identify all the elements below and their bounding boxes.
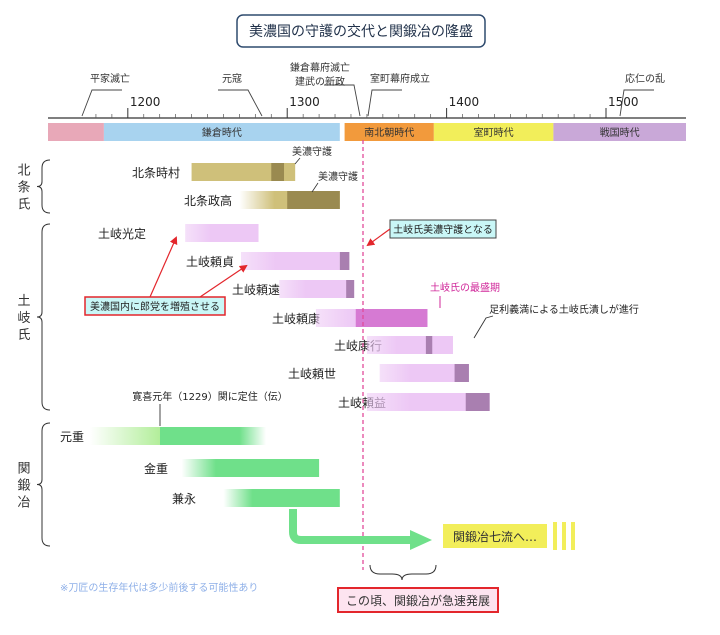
kanenaga-arrow <box>289 509 412 544</box>
event-leader <box>218 89 263 117</box>
callout-leader <box>473 315 494 339</box>
group-bracket <box>36 422 51 547</box>
kanenaga-arrowhead <box>410 530 432 550</box>
toki-shugo-bar <box>465 393 490 411</box>
period-label: 鎌倉時代 <box>202 126 242 139</box>
shugo-note: 美濃守護 <box>292 145 332 158</box>
seven-schools-box <box>443 524 547 548</box>
seki-lifespan-bar <box>160 427 266 445</box>
period-band: 鎌倉時代 南北朝時代 室町時代 戦国時代 <box>48 123 686 141</box>
event-leader <box>324 84 361 117</box>
seki-name: 元重 <box>60 430 84 444</box>
shugo-note-leader <box>294 157 301 165</box>
period-block <box>48 123 104 141</box>
callout-settle: 寛喜元年（1229）関に定住（伝） <box>132 390 287 403</box>
seven-schools-stripe <box>553 522 557 550</box>
seki-lifespan-bar <box>90 427 160 445</box>
seven-schools-stripe <box>571 522 575 550</box>
seki-name: 金重 <box>144 461 168 476</box>
group-label-char: 北 <box>17 164 30 179</box>
period-label: 室町時代 <box>474 126 514 139</box>
event-label: 鎌倉幕府滅亡 <box>290 61 350 74</box>
tick-label: 1300 <box>289 95 320 109</box>
toki-name: 土岐頼世 <box>288 367 336 381</box>
period-label: 南北朝時代 <box>364 126 414 139</box>
toki-lifespan-bar <box>379 364 469 382</box>
callout-decline: 足利義満による土岐氏潰しが進行 <box>489 303 639 316</box>
group-label-char: 条 <box>17 180 30 196</box>
period-block <box>553 123 686 141</box>
boom-label: この頃、関鍛冶が急速発展 <box>346 593 490 608</box>
shugo-note-leader <box>311 182 319 193</box>
seki-name: 兼永 <box>172 492 196 506</box>
group-label-char: 冶 <box>17 496 30 511</box>
toki-lifespan-bar <box>366 393 490 411</box>
tick-label: 1500 <box>608 95 639 109</box>
callout-toki-shugo: 土岐氏美濃守護となる <box>393 223 493 236</box>
toki-name: 土岐頼遠 <box>232 283 280 297</box>
toki-lifespan-bar <box>240 252 340 270</box>
period-block <box>344 123 434 141</box>
boom-brace <box>369 564 437 581</box>
hojo-shugo-bar <box>271 163 285 181</box>
period-block <box>103 123 340 141</box>
callout-arrow <box>149 236 178 298</box>
event-leader <box>619 89 654 117</box>
toki-lifespan-bar <box>279 280 355 298</box>
seki-lifespan-bar <box>223 489 340 507</box>
group-bracket <box>36 223 51 411</box>
group-label-char: 氏 <box>17 328 30 343</box>
callout-peak: 土岐氏の最盛期 <box>430 281 500 294</box>
group-label-char: 鍛 <box>17 479 30 494</box>
toki-name: 土岐光定 <box>98 226 146 241</box>
shugo-note: 美濃守護 <box>318 170 358 183</box>
group-label-char: 岐 <box>17 311 30 326</box>
toki-peak-bar <box>355 309 428 327</box>
callout-followers: 美濃国内に郎党を増殖させる <box>90 300 220 313</box>
toki-name: 土岐頼貞 <box>186 255 234 269</box>
callout-box <box>84 296 226 316</box>
diagram-title: 美濃国の守護の交代と関鍛冶の隆盛 <box>249 23 473 40</box>
event-leader <box>81 89 122 117</box>
tick-label: 1200 <box>130 95 161 109</box>
event-leader <box>367 89 402 117</box>
toki-lifespan-bar <box>185 224 259 242</box>
event-label: 建武の新政 <box>295 75 345 88</box>
event-label: 元寇 <box>222 72 242 85</box>
toki-shugo-bar <box>425 336 433 354</box>
boom-box <box>337 587 499 613</box>
period-label: 戦国時代 <box>600 126 640 139</box>
callout-arrow <box>366 228 391 247</box>
toki-shugo-bar <box>339 252 350 270</box>
hojo-lifespan-bar <box>191 163 296 181</box>
toki-lifespan-bar <box>366 336 453 354</box>
group-bracket <box>36 159 51 214</box>
title-box <box>236 14 486 48</box>
event-label: 応仁の乱 <box>625 72 665 85</box>
toki-name: 土岐頼康 <box>272 311 320 326</box>
seki-lifespan-bar <box>181 459 320 477</box>
group-label-char: 氏 <box>17 198 30 213</box>
event-label: 室町幕府成立 <box>370 72 430 85</box>
callout-arrow <box>199 264 248 298</box>
hojo-shugo-bar <box>287 191 340 209</box>
tick-label: 1400 <box>449 95 480 109</box>
event-label: 平家滅亡 <box>90 72 130 85</box>
period-block <box>433 123 554 141</box>
lifespan-bars: 北条時村北条政高美濃守護美濃守護土岐光定土岐頼貞土岐頼遠土岐頼康土岐康行土岐頼世… <box>60 145 490 507</box>
toki-shugo-bar <box>454 364 469 382</box>
group-label-char: 関 <box>17 462 30 477</box>
footnote: ※刀匠の生存年代は多少前後する可能性あり <box>60 581 258 594</box>
toki-shugo-bar <box>346 280 355 298</box>
group-label-char: 土 <box>17 294 30 309</box>
hojo-name: 北条政高 <box>184 193 232 208</box>
seven-schools-label: 関鍛冶七流へ… <box>453 530 537 544</box>
seven-schools-stripe <box>562 522 566 550</box>
hojo-name: 北条時村 <box>132 166 180 180</box>
